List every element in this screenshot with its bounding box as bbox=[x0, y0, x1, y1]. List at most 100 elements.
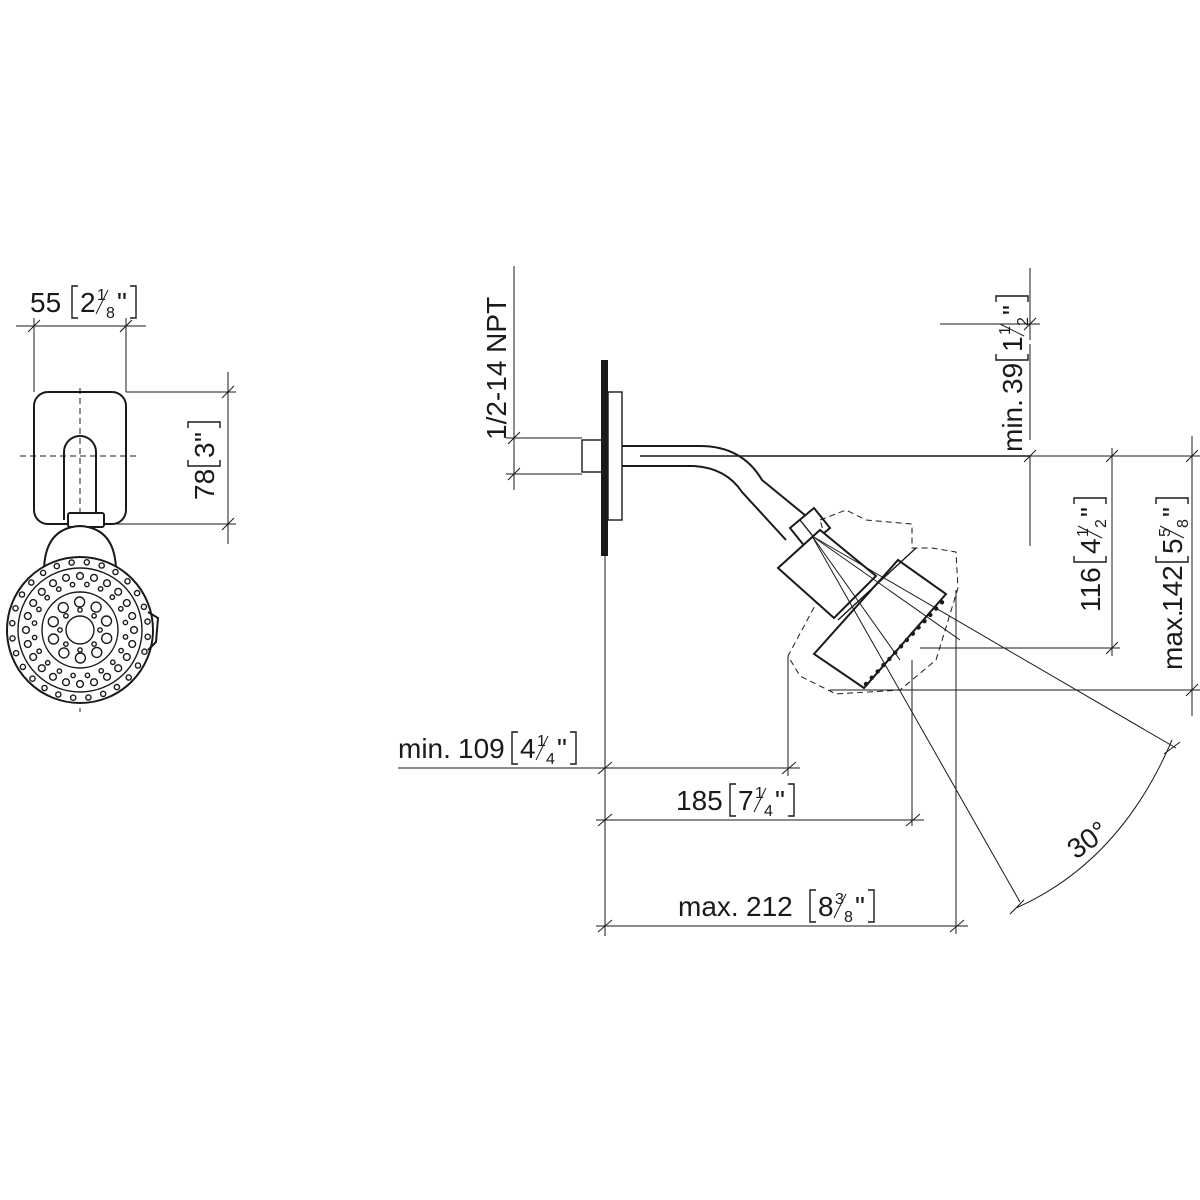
minreach-tick-right bbox=[781, 761, 797, 775]
min39-inch-mark: " bbox=[997, 305, 1028, 315]
nozzle-dot bbox=[98, 562, 105, 569]
fraction-slash bbox=[1159, 525, 1185, 539]
maxreach-tick-left bbox=[597, 919, 613, 933]
bracket-close bbox=[1155, 497, 1189, 504]
nozzle-dot bbox=[122, 634, 129, 640]
front-arm-nut bbox=[67, 512, 105, 528]
nozzle-dot bbox=[21, 625, 31, 635]
nozzle-dot bbox=[99, 690, 107, 698]
front-height-tick-bottom bbox=[221, 517, 235, 531]
side-nozzle-dot bbox=[887, 656, 892, 662]
nozzle-dot bbox=[48, 579, 58, 588]
maxreach-frac-num: 3 bbox=[835, 891, 844, 908]
shower-arm-top bbox=[622, 445, 807, 517]
reach-inch-whole: 7 bbox=[738, 785, 754, 816]
fraction-slash bbox=[95, 289, 109, 315]
nozzle-dot bbox=[122, 619, 129, 626]
front-width-frac-num: 1 bbox=[97, 287, 106, 304]
front-showerhead-ring-inner bbox=[41, 591, 119, 669]
nozzle-dot bbox=[56, 668, 63, 674]
nozzle-dot bbox=[29, 675, 36, 683]
drop-value: 116 bbox=[1075, 567, 1106, 612]
front-width-inch-whole: 2 bbox=[80, 287, 96, 318]
spray-angle-arc bbox=[1015, 739, 1173, 909]
nozzle-dot bbox=[97, 627, 103, 633]
nozzle-dot bbox=[144, 633, 151, 641]
nozzle-dot bbox=[44, 659, 51, 666]
fraction-slash bbox=[999, 323, 1025, 337]
bracket-close bbox=[788, 783, 795, 817]
maxreach-inch-mark: " bbox=[855, 891, 865, 922]
reach-tick-left bbox=[597, 813, 613, 827]
nozzle-dot bbox=[109, 594, 116, 601]
nozzle-dot bbox=[39, 569, 47, 577]
nozzle-dot bbox=[31, 634, 38, 641]
front-showerhead-center bbox=[65, 615, 95, 645]
bracket-open bbox=[71, 285, 78, 319]
bracket-close bbox=[570, 731, 577, 765]
bracket-open bbox=[809, 889, 816, 923]
nozzle-dot bbox=[118, 647, 125, 654]
nozzle-dot bbox=[89, 678, 99, 687]
nozzle-dot bbox=[55, 586, 62, 593]
maxdrop-value: 142 bbox=[1157, 565, 1188, 612]
nozzle-dot bbox=[122, 652, 131, 662]
side-nozzle-dot bbox=[916, 625, 921, 630]
nozzle-dot bbox=[140, 603, 148, 611]
nozzle-dot bbox=[70, 672, 77, 679]
nozzle-dot bbox=[89, 573, 99, 582]
arm-nut bbox=[788, 506, 832, 550]
bracket-open bbox=[1155, 556, 1189, 563]
nozzle-dot bbox=[44, 594, 51, 601]
nozzle-dot bbox=[61, 678, 71, 687]
front-showerhead-face bbox=[6, 556, 154, 704]
front-showerhead-ring-outer bbox=[17, 567, 143, 693]
spray-angle-label: 30° bbox=[1061, 815, 1113, 865]
fraction-slash bbox=[833, 893, 847, 919]
nozzle-dot bbox=[77, 607, 83, 613]
nozzle-dot bbox=[9, 619, 16, 627]
nozzle-dot bbox=[128, 639, 137, 649]
nozzle-dot bbox=[57, 627, 63, 633]
side-nozzle-dot bbox=[922, 619, 927, 624]
nozzle-dot bbox=[9, 635, 16, 642]
front-view: 55 2 1 8 " 78 3 " bbox=[6, 285, 236, 712]
nozzle-dot bbox=[114, 587, 123, 596]
nozzle-dot bbox=[29, 598, 38, 608]
nozzle-dot bbox=[12, 649, 20, 657]
nozzle-dot bbox=[47, 616, 59, 628]
bracket-open bbox=[995, 354, 1029, 361]
bracket-close bbox=[1073, 497, 1107, 504]
nozzle-dot bbox=[74, 652, 87, 664]
reach-label: 185 7 1 4 " bbox=[676, 783, 795, 820]
reach-tick-right bbox=[905, 813, 921, 827]
minreach-frac-den: 4 bbox=[546, 751, 555, 768]
spray-line-right bbox=[811, 535, 1177, 749]
nozzle-dot bbox=[100, 615, 113, 627]
front-head-lever bbox=[147, 611, 160, 651]
nozzle-dot bbox=[73, 596, 86, 608]
nozzle-dot bbox=[100, 632, 113, 644]
nozzle-dot bbox=[117, 605, 124, 612]
front-width-label: 55 2 1 8 " bbox=[30, 285, 137, 322]
nozzle-dot bbox=[68, 559, 75, 566]
reach-inch-mark: " bbox=[775, 785, 785, 816]
tilted-position-outline bbox=[787, 509, 959, 695]
nozzle-dot bbox=[128, 611, 137, 621]
min39-label: min. 39 1 1 2 " bbox=[995, 295, 1032, 452]
maxdrop-label: max. 142 5 5 8 " bbox=[1155, 497, 1192, 670]
maxreach-frac-den: 8 bbox=[844, 909, 853, 926]
side-nozzle-dot bbox=[875, 669, 880, 674]
nozzle-dot bbox=[23, 611, 32, 621]
maxdrop-inch-mark: " bbox=[1157, 507, 1188, 517]
maxreach-value: 212 bbox=[746, 891, 793, 922]
fraction-slash bbox=[1077, 525, 1103, 539]
nozzle-dot bbox=[144, 618, 151, 625]
nozzle-dot bbox=[12, 605, 19, 612]
nozzle-dot bbox=[98, 667, 105, 674]
spray-line-inner-2 bbox=[811, 535, 901, 661]
nozzle-dot bbox=[90, 601, 102, 613]
maxdrop-frac-den: 8 bbox=[1175, 519, 1192, 528]
maxdrop-prefix: max. bbox=[1157, 609, 1188, 670]
nozzle-dot bbox=[97, 586, 104, 592]
